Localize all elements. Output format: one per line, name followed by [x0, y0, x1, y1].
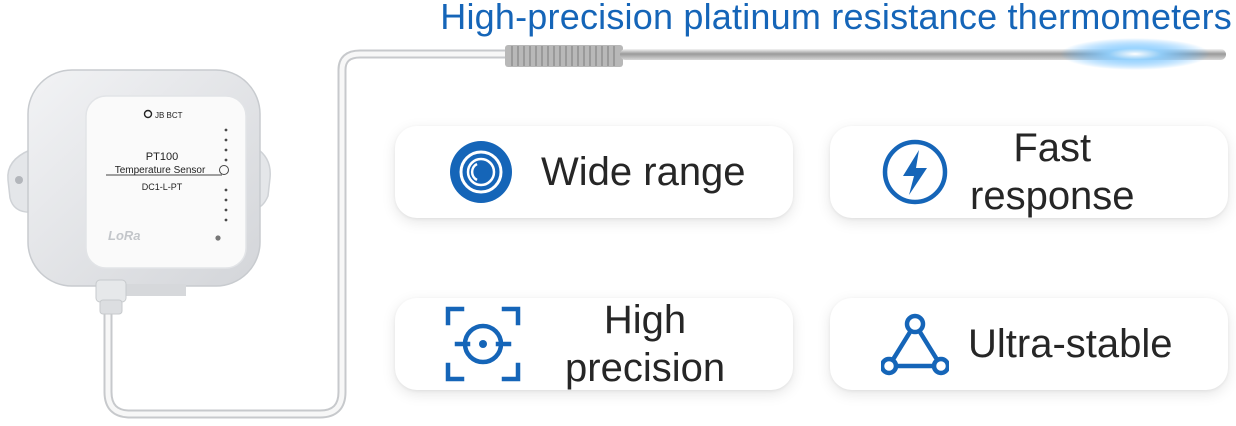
feature-label: High precision — [565, 296, 725, 392]
feature-label-line: response — [970, 174, 1135, 218]
device-product: Temperature Sensor — [115, 165, 206, 176]
feature-label-line: High — [603, 298, 687, 342]
device-code: DC1-L-PT — [142, 182, 183, 192]
sensor-enclosure: JB BCT PT100 Temperature Sensor DC1-L-PT… — [7, 69, 271, 315]
feature-label-line: Ultra-stable — [968, 322, 1173, 366]
feature-label: Fast response — [970, 124, 1135, 220]
feature-label-line: Fast — [1013, 126, 1092, 170]
focus-frame-icon — [443, 305, 523, 383]
lightning-bolt-icon — [880, 138, 950, 206]
triangle-nodes-icon — [880, 312, 950, 376]
device-model: PT100 — [146, 151, 178, 163]
feature-card-ultra-stable: Ultra-stable — [830, 298, 1228, 390]
probe-cable — [103, 49, 517, 419]
feature-label-line: Wide range — [541, 150, 746, 194]
device-radio-label: LoRa — [108, 228, 141, 243]
device-brand: JB BCT — [155, 111, 183, 120]
feature-card-high-precision: High precision — [395, 298, 793, 390]
feature-label-line: precision — [565, 346, 726, 390]
target-rings-icon — [447, 140, 515, 204]
feature-card-fast-response: Fast response — [830, 126, 1228, 218]
feature-card-wide-range: Wide range — [395, 126, 793, 218]
temperature-probe — [505, 38, 1226, 70]
feature-label: Ultra-stable — [968, 320, 1173, 368]
page-title: High-precision platinum resistance therm… — [440, 0, 1232, 37]
feature-label: Wide range — [541, 148, 746, 196]
